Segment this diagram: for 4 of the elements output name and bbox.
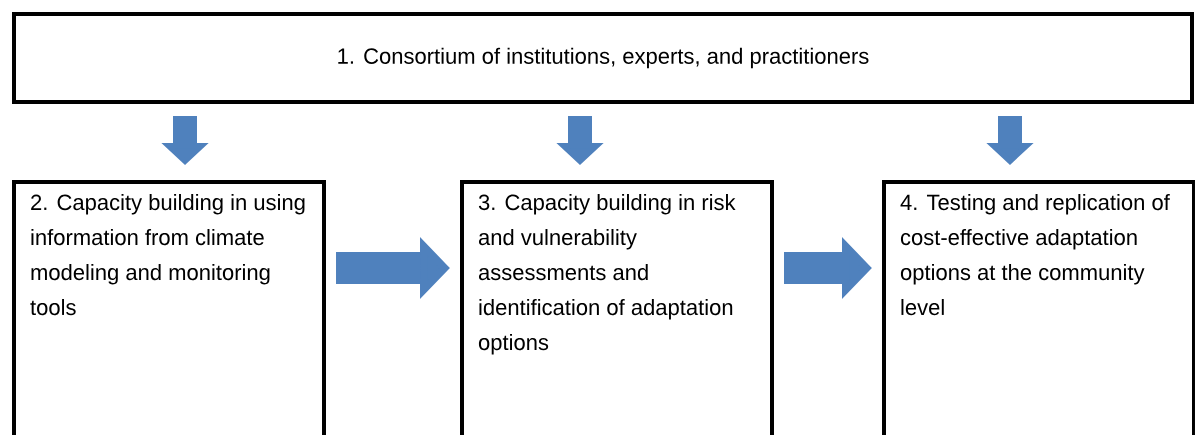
process-box: 1. Consortium of institutions, experts, and practitioners <box>12 12 1194 104</box>
process-box: 3. Capacity building in risk and vulnerability assessments and identification of adaptation options <box>460 180 774 435</box>
process-box: 4. Testing and replication of cost-effective adaptation options at the community level <box>882 180 1195 435</box>
process-box: 2. Capacity building in using information from climate modeling and monitoring tools <box>12 180 326 435</box>
